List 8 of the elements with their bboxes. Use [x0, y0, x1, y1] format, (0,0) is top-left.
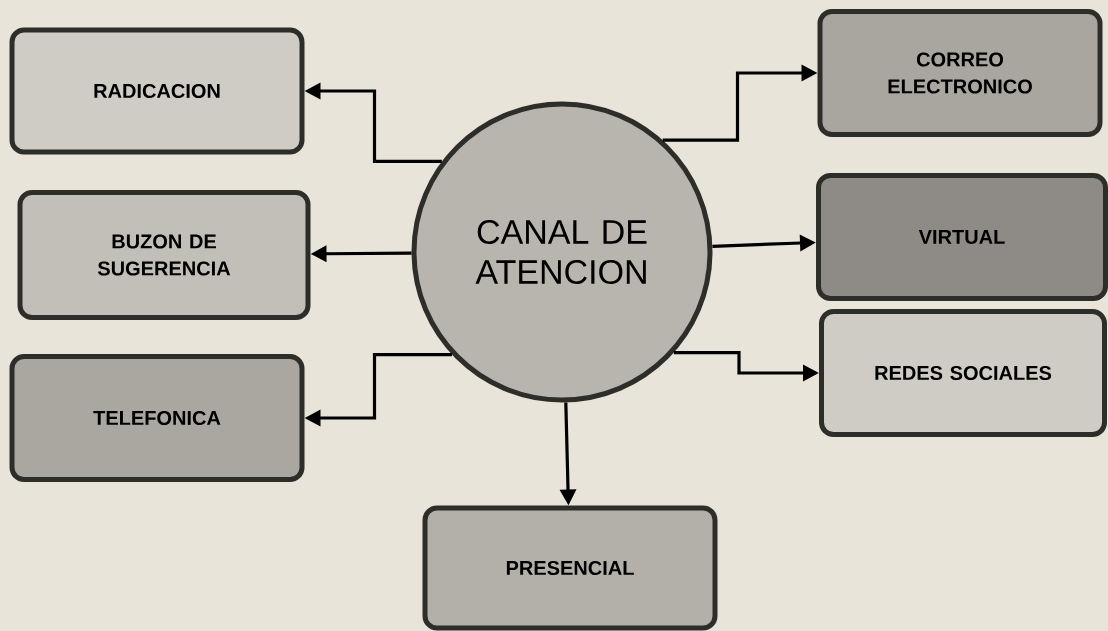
channel-box: TELEFONICA — [9, 354, 305, 482]
channel-box: CORREO ELECTRONICO — [817, 9, 1103, 137]
circle-node: CANAL DE ATENCION — [411, 101, 713, 403]
channel-box: RADICACION — [9, 27, 305, 155]
channel-box: REDES SOCIALES — [819, 309, 1107, 437]
channel-box: PRESENCIAL — [422, 505, 718, 631]
channel-box: BUZON DE SUGERENCIA — [17, 190, 311, 320]
channel-box: VIRTUAL — [816, 173, 1108, 301]
